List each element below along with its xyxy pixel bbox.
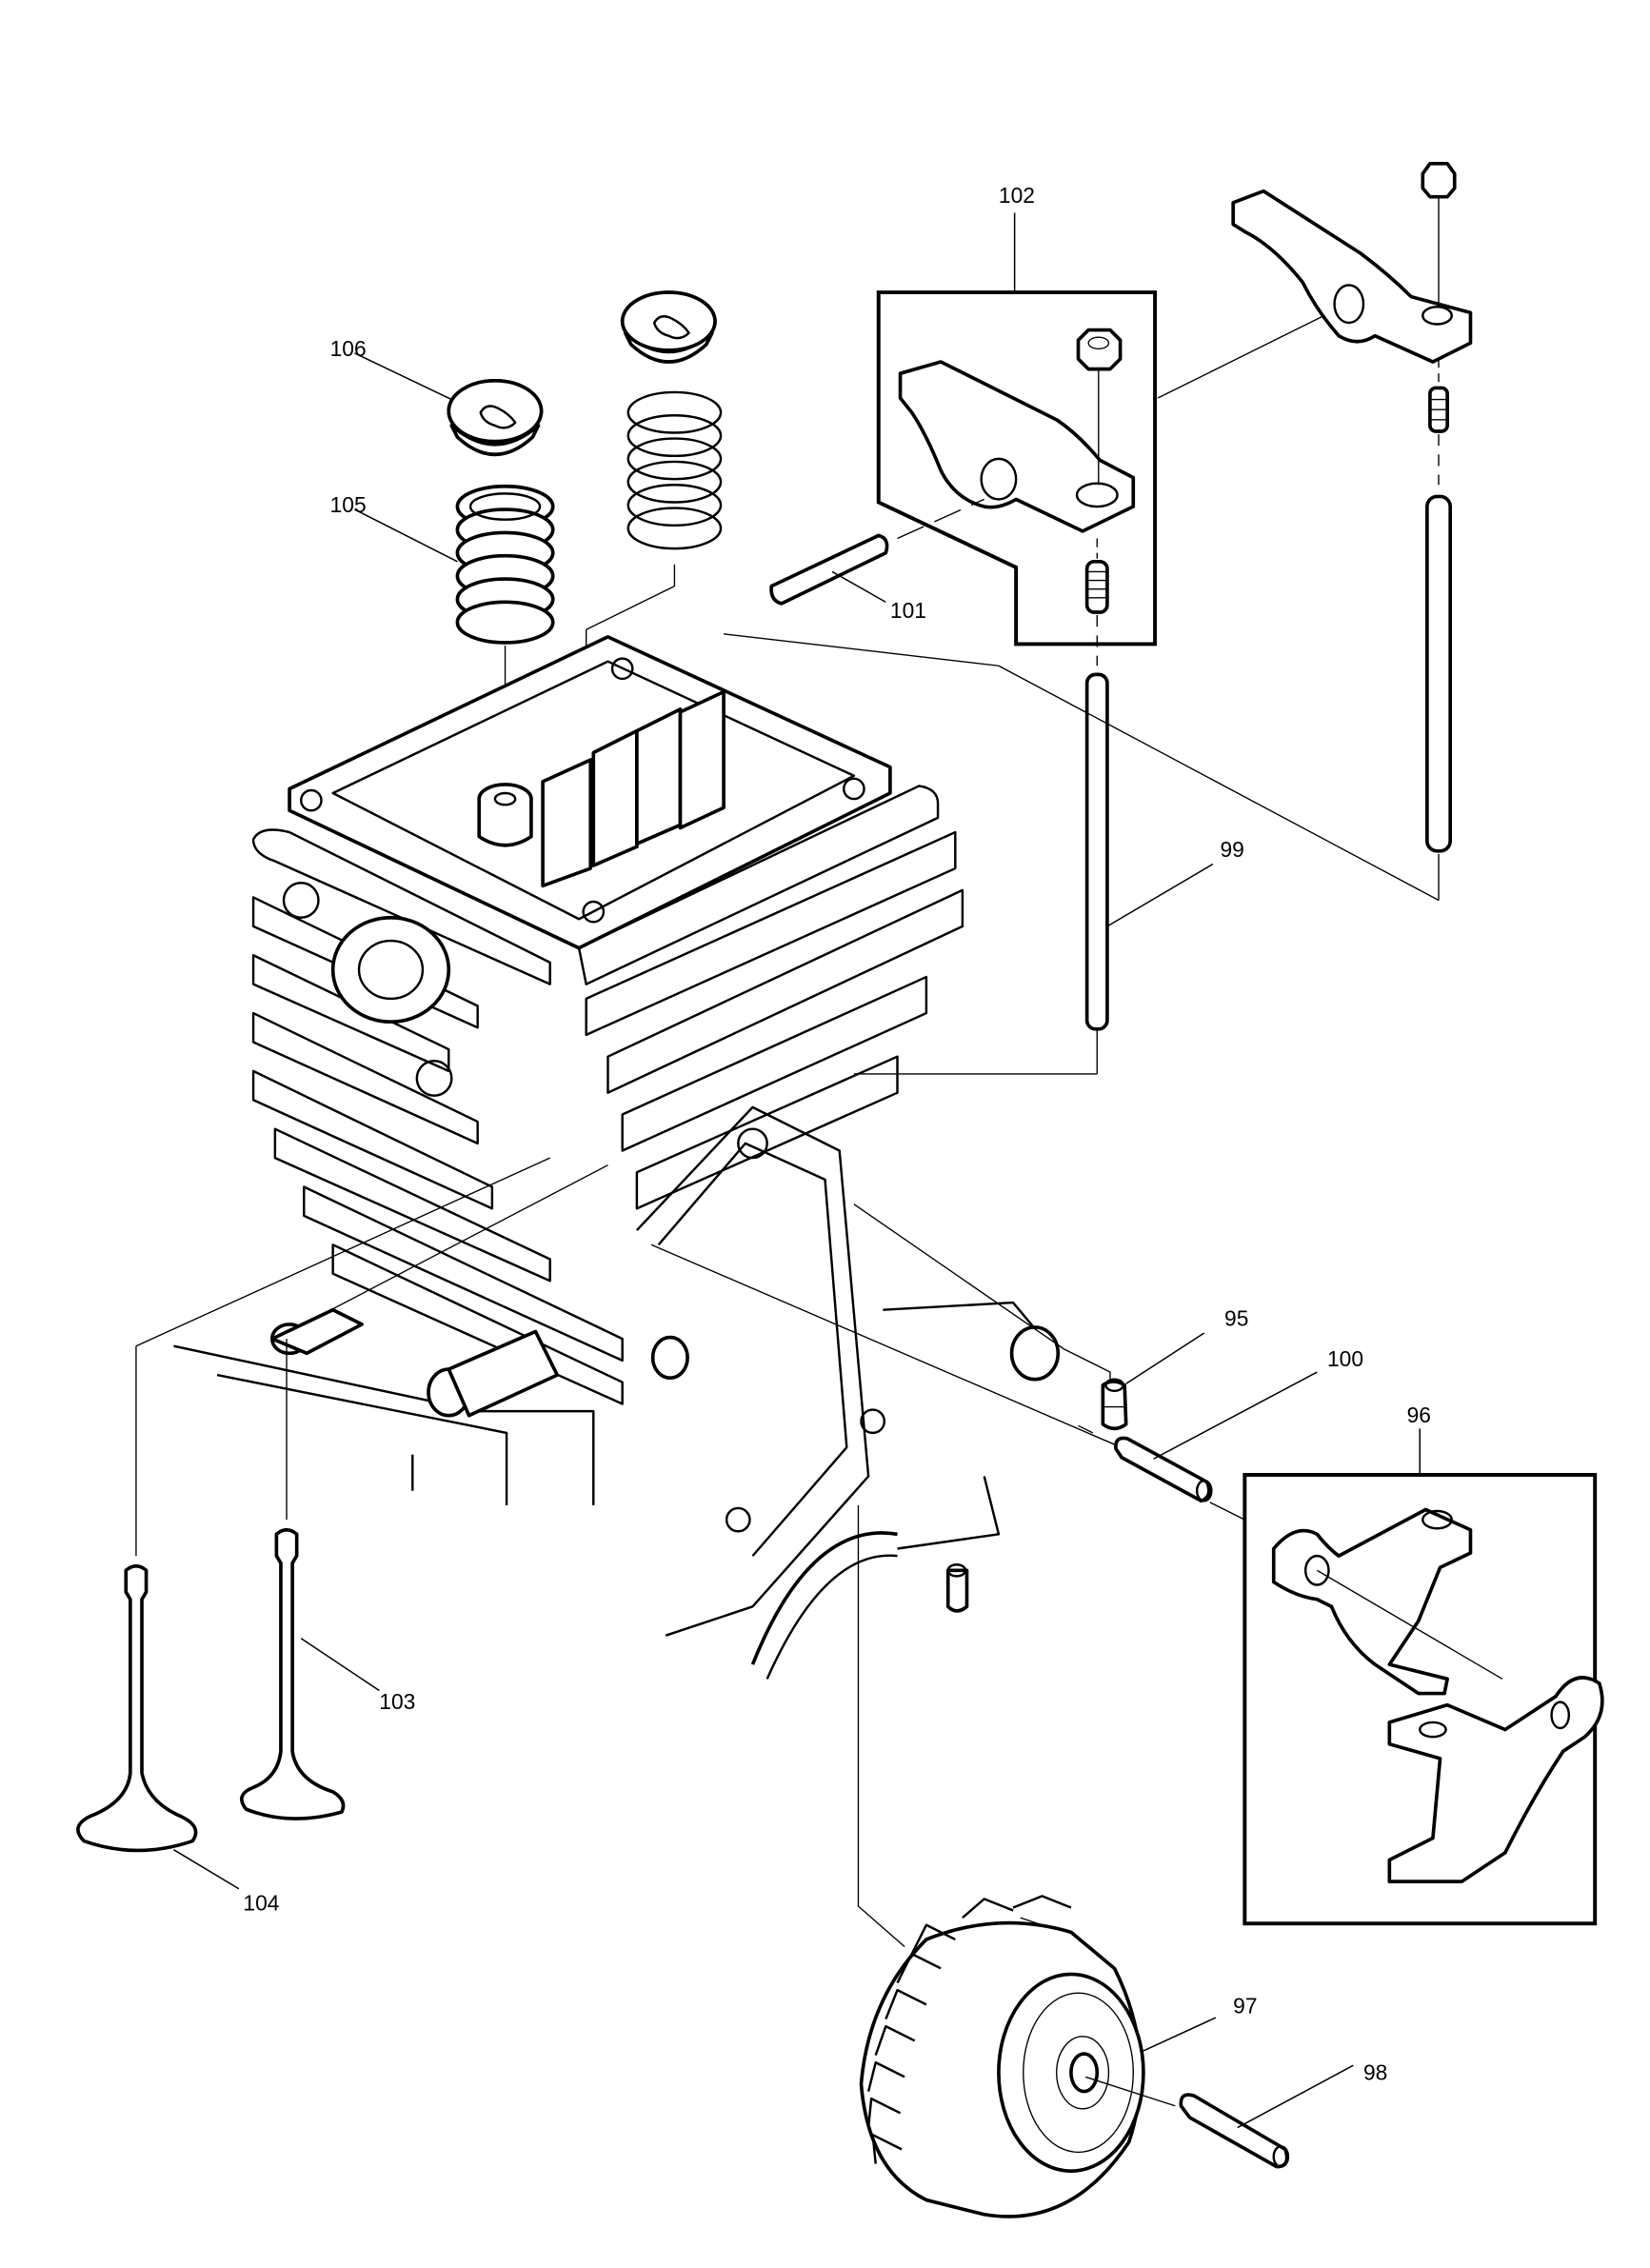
leader-102 xyxy=(831,570,886,604)
leader-104 xyxy=(354,352,452,401)
callout-101: 102 xyxy=(999,183,1035,208)
valve-spring-retainer-104 xyxy=(354,352,544,457)
leader-99 xyxy=(1153,1371,1318,1460)
callout-99: 100 xyxy=(1327,1346,1363,1371)
callout-105: 103 xyxy=(379,1689,415,1714)
leader-106 xyxy=(173,1849,240,1890)
rocker-adjust-hole xyxy=(1075,482,1119,508)
push-rod xyxy=(1084,672,1109,1031)
rocker-nut xyxy=(1076,328,1123,371)
callout-96: 96 xyxy=(1407,1403,1431,1427)
callout-103: 105 xyxy=(330,492,367,517)
callout-106: 104 xyxy=(243,1891,279,1916)
exhaust-valve-106 xyxy=(76,1157,550,1890)
valve-spring-103 xyxy=(354,484,555,782)
leader-105 xyxy=(300,1638,380,1692)
valve-spring-retainer-upper xyxy=(585,290,723,753)
screw-threads xyxy=(1086,570,1107,599)
leader-97 xyxy=(1143,2017,1217,2052)
rocker-pivot-hole xyxy=(980,457,1018,501)
callout-100: 99 xyxy=(1220,837,1243,862)
rocker-pin-group xyxy=(769,498,984,606)
camshaft-pin-98 xyxy=(1084,2064,1354,2169)
rocker-arm-part xyxy=(898,360,1136,533)
push-rod-group xyxy=(724,633,1440,1075)
rocker-arm-right xyxy=(1157,161,1473,901)
callout-104: 106 xyxy=(330,336,367,361)
leader-95 xyxy=(1125,1332,1205,1384)
rocker-assembly-frame xyxy=(876,290,1158,647)
leader-98 xyxy=(1237,2064,1354,2129)
callout-95: 95 xyxy=(1224,1305,1248,1330)
callout-labels: 102 106 105 101 99 95 100 96 97 98 103 1… xyxy=(243,183,1431,2085)
callout-102: 101 xyxy=(890,598,926,623)
rocker-arm-assembly-group xyxy=(876,212,1158,666)
leader-103 xyxy=(354,508,458,563)
intake-valve-105 xyxy=(240,1164,608,1820)
cylinder-block xyxy=(173,635,1061,1680)
cam-follower-group xyxy=(1242,1428,1604,1926)
follower-shaft-99 xyxy=(650,1243,1318,1521)
camshaft-gear-97 xyxy=(857,1504,1217,2218)
leader-100 xyxy=(1106,863,1214,927)
tappet-95 xyxy=(853,1204,1205,1431)
nut-hole xyxy=(1087,336,1110,350)
push-rod-right xyxy=(1425,494,1453,853)
callout-98: 98 xyxy=(1363,2059,1387,2084)
rocker-pin xyxy=(769,533,889,606)
callout-97: 97 xyxy=(1233,1993,1257,2018)
adjusting-screw xyxy=(1084,559,1109,614)
